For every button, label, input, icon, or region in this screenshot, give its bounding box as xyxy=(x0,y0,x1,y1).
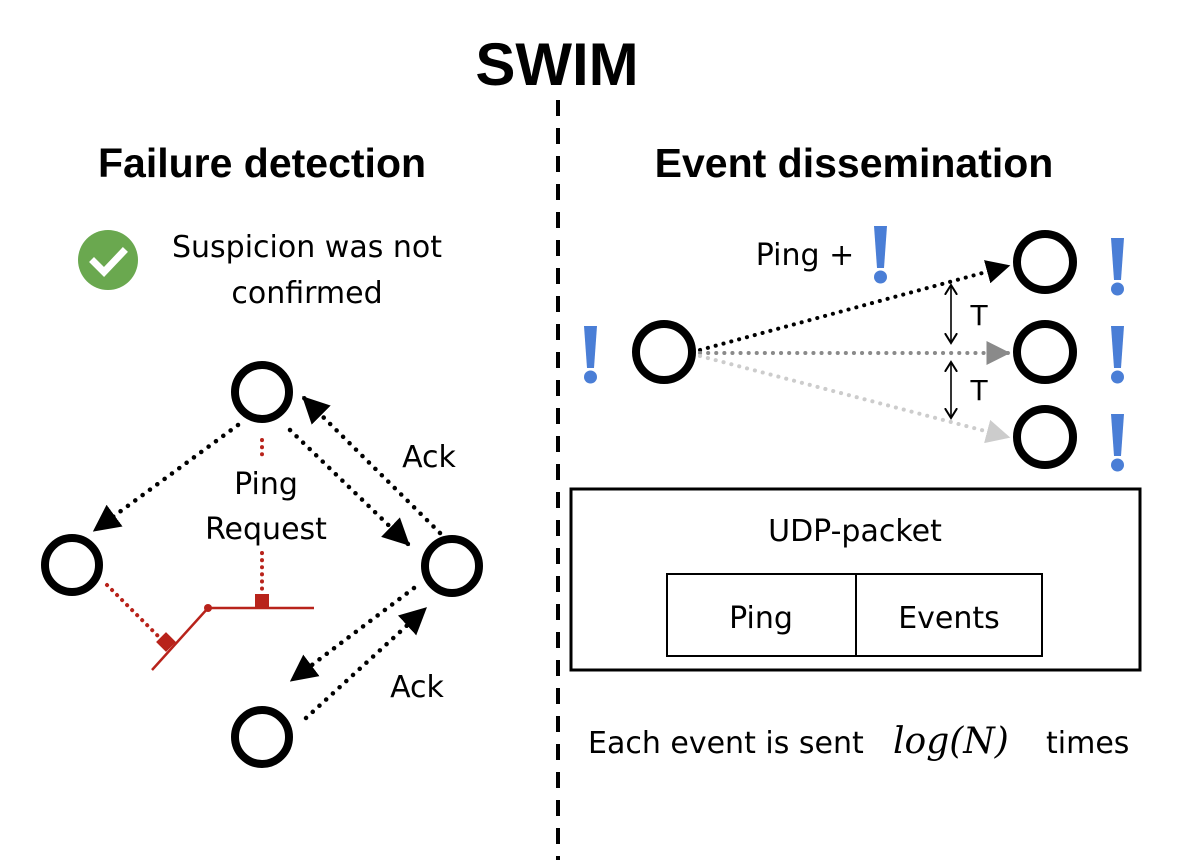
event-marker-icon xyxy=(1111,414,1124,472)
interval-label-2: T xyxy=(969,374,988,407)
ping-arrow-to-right xyxy=(287,427,411,547)
node-target-2 xyxy=(1013,320,1077,384)
ping-request-label-line2: Request xyxy=(205,512,327,547)
status-text-line2: confirmed xyxy=(231,276,382,311)
packet-field-events-label: Events xyxy=(898,601,1000,636)
udp-packet-box xyxy=(569,487,1142,672)
footer-formula: log(N) xyxy=(893,721,1009,762)
node-bottom xyxy=(231,706,293,768)
failure-detection-section: Failure detection Suspicion was not conf… xyxy=(41,140,483,768)
event-dissemination-heading: Event dissemination xyxy=(655,140,1054,186)
ping-plus-label: Ping + xyxy=(756,238,855,273)
page-title: SWIM xyxy=(475,31,638,98)
ack-arrow-to-right xyxy=(303,606,428,721)
dissemination-arrow-3 xyxy=(698,354,1011,444)
ack-label-top: Ack xyxy=(402,440,456,475)
status-text-line1: Suspicion was not xyxy=(172,230,442,265)
node-target-3 xyxy=(1013,405,1077,469)
dissemination-footer: Each event is sent log(N) times xyxy=(588,721,1129,762)
packet-field-ping-label: Ping xyxy=(729,601,793,636)
check-circle-icon xyxy=(78,230,138,290)
ack-label-bottom: Ack xyxy=(390,670,444,705)
ping-request-arrow-to-left xyxy=(92,422,241,533)
node-top xyxy=(231,361,293,423)
ping-arrow-to-bottom xyxy=(289,585,417,683)
event-marker-icon xyxy=(1111,326,1124,384)
event-marker-icon xyxy=(584,326,597,384)
event-dissemination-section: Event dissemination T T Ping + xyxy=(569,140,1142,762)
node-right xyxy=(421,535,483,597)
footer-prefix: Each event is sent xyxy=(588,726,864,761)
failure-detection-heading: Failure detection xyxy=(98,140,426,186)
node-source xyxy=(632,320,696,384)
ping-request-label-line1: Ping xyxy=(234,467,298,502)
broken-link-icon xyxy=(105,438,314,671)
dissemination-arrow-1 xyxy=(698,260,1011,352)
event-marker-icon xyxy=(874,226,887,284)
event-marker-icon xyxy=(1111,238,1124,296)
packet-field-events xyxy=(855,573,1043,657)
node-left xyxy=(41,534,103,596)
node-target-1 xyxy=(1013,230,1077,294)
footer-suffix: times xyxy=(1046,726,1129,761)
interval-label-1: T xyxy=(969,299,988,332)
udp-packet-label: UDP-packet xyxy=(768,514,942,549)
